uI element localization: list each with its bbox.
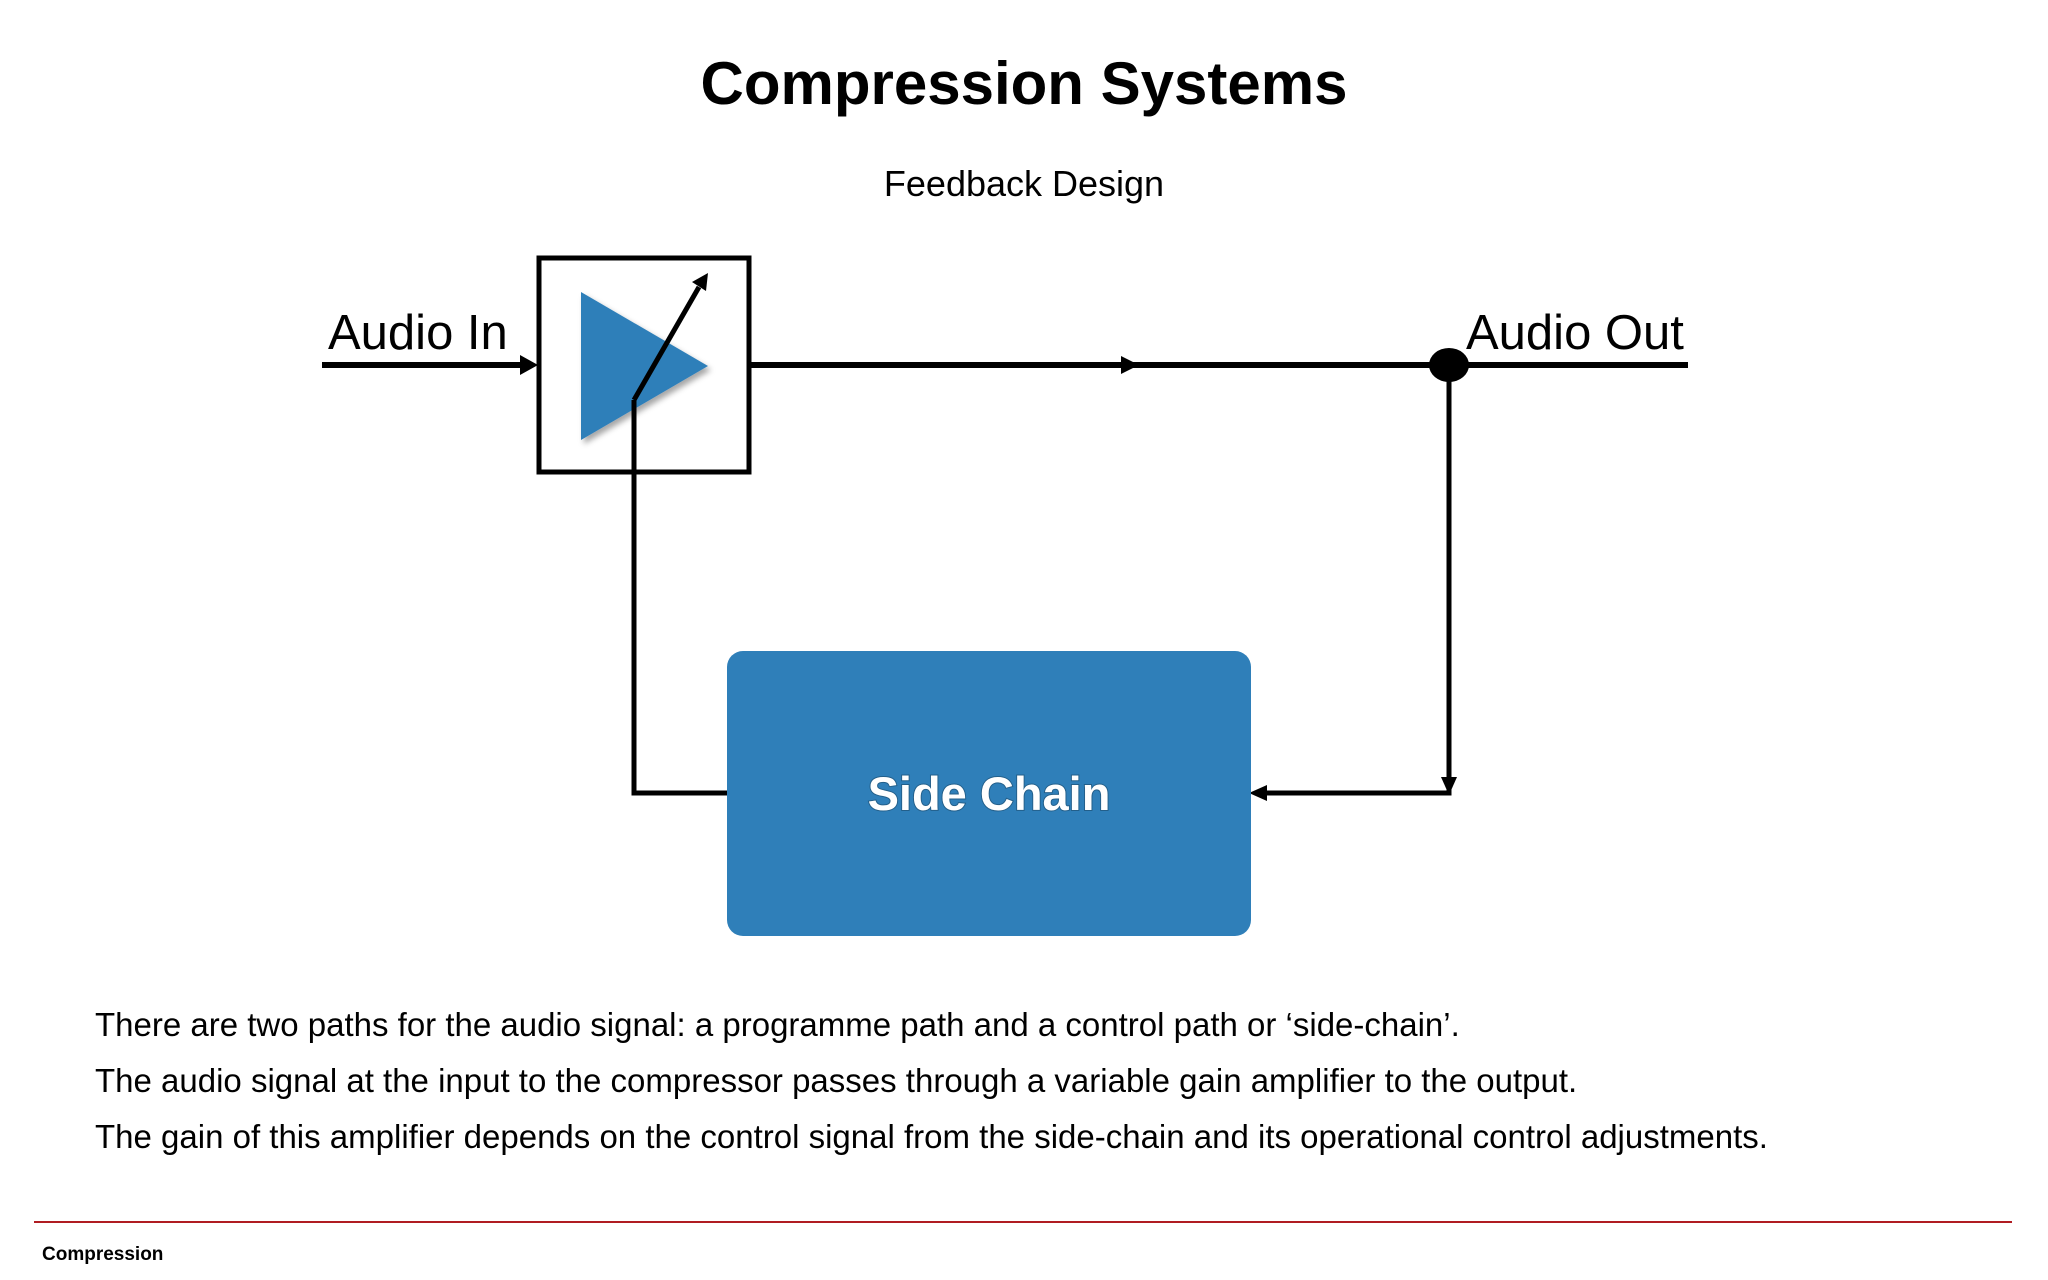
side-chain-block: Side Chain (727, 651, 1251, 936)
footer-label: Compression (42, 1244, 164, 1265)
audio-out-label: Audio Out (1466, 306, 1684, 360)
variable-gain-arrow-icon (631, 273, 708, 402)
amplifier-triangle-icon (581, 292, 708, 440)
control-path-line (631, 400, 729, 796)
programme-path-line (749, 356, 1688, 374)
audio-in-label: Audio In (328, 306, 508, 360)
body-line: The gain of this amplifier depends on th… (95, 1118, 1768, 1155)
slide-subtitle: Feedback Design (883, 163, 1165, 204)
feedback-path-line (1249, 365, 1457, 801)
footer-rule (34, 1221, 2012, 1223)
body-text: There are two paths for the audio signal… (95, 997, 1995, 1165)
body-line: The audio signal at the input to the com… (95, 1062, 1578, 1099)
audio-in-line (322, 355, 538, 375)
side-chain-label: Side Chain (868, 767, 1111, 820)
body-line: There are two paths for the audio signal… (95, 1006, 1460, 1043)
slide-title: Compression Systems (700, 50, 1348, 117)
